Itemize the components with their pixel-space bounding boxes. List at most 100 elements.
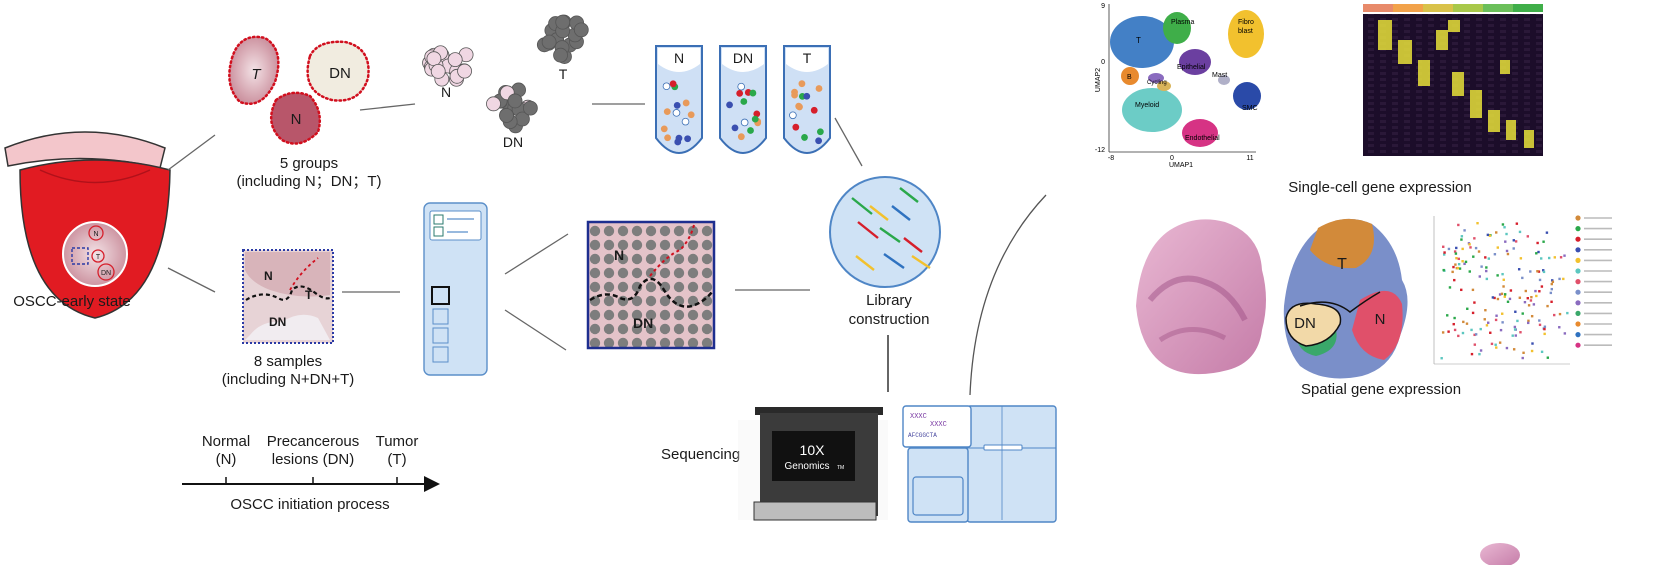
dna-fragment: [903, 237, 923, 253]
spatial-spot: [1501, 272, 1504, 276]
spatial-spot: [1460, 288, 1463, 292]
spatial-spot: [1527, 304, 1531, 307]
spatial-spot: [1509, 289, 1513, 292]
umap-label-smc: SMC: [1242, 105, 1258, 112]
spatial-spot: [1462, 320, 1465, 324]
cell: [507, 93, 523, 109]
single-cell-label: Single-cell gene expression: [1288, 179, 1471, 196]
spatial-spot: [1516, 319, 1519, 323]
spatial-spot: [1540, 285, 1544, 288]
spatial-spot: [1452, 322, 1455, 326]
timeline-normal-1: Normal: [202, 433, 250, 450]
cell: [555, 14, 571, 30]
spatial-spot: [1456, 266, 1460, 270]
spatial-spot: [1543, 327, 1546, 331]
umap-ytick-0: 0: [1101, 59, 1105, 66]
spatial-spot: [1453, 278, 1456, 282]
cell-dot: [801, 134, 808, 141]
umap-cluster-b: [1121, 67, 1139, 85]
spatial-spot: [1442, 253, 1446, 256]
spatial-spot: [1542, 270, 1546, 274]
spatial-spot: [1558, 277, 1561, 281]
dna-fragment: [857, 221, 879, 239]
heatmap-annotation-bar: [1453, 4, 1483, 12]
umap-ytick-m12: -12: [1095, 147, 1105, 154]
spatial-spot: [1485, 277, 1489, 281]
dna-fragment: [879, 227, 901, 243]
umap-xtick-m8: -8: [1108, 155, 1114, 162]
tube-n-label: N: [674, 50, 684, 66]
cell-dot: [669, 80, 677, 88]
umap-label-cycling: Cycling: [1147, 80, 1167, 86]
spatial-spot: [1484, 256, 1487, 259]
expression-heatmap: [1363, 4, 1543, 156]
spatial-spot: [1529, 270, 1532, 273]
spatial-spot: [1478, 275, 1481, 278]
cell-dot: [731, 124, 739, 132]
cell: [553, 47, 568, 63]
timeline-normal-2: (N): [216, 451, 237, 468]
cell-dot: [795, 102, 803, 110]
spatial-spot: [1538, 319, 1541, 322]
cell-dot: [747, 127, 754, 134]
spatial-spot: [1517, 268, 1521, 271]
cell-dot: [737, 82, 746, 91]
svg-text:XXXC: XXXC: [910, 413, 927, 421]
spatial-spot: [1461, 331, 1465, 335]
umap-xtick-11: 11: [1246, 155, 1253, 162]
spatial-spot: [1468, 243, 1471, 246]
spatial-spot: [1506, 252, 1510, 256]
chromium-controller: 10X Genomics TM: [738, 407, 888, 521]
spatial-spot: [1530, 349, 1534, 353]
spatial-spot: [1461, 247, 1464, 251]
heatmap-high-block: [1470, 90, 1482, 118]
heatmap-high-block: [1506, 120, 1516, 140]
spatial-spot: [1473, 333, 1476, 337]
cell-dot: [687, 111, 695, 119]
heatmap-high-block: [1500, 60, 1510, 74]
spatial-spot: [1535, 252, 1538, 255]
spatial-spot: [1563, 254, 1566, 257]
cluster-t-label: T: [559, 66, 568, 82]
spatial-spot: [1505, 249, 1509, 253]
spatial-spot: [1502, 285, 1505, 288]
spatial-spot: [1550, 287, 1553, 291]
heatmap-high-block: [1436, 30, 1448, 50]
cell-cluster-dn: [486, 82, 538, 134]
dna-fragment: [851, 197, 873, 215]
spatial-spot: [1546, 356, 1550, 359]
spatial-spot: [1514, 240, 1518, 243]
spatial-spot: [1501, 223, 1505, 226]
umap-ylabel: UMAP2: [1095, 68, 1102, 92]
spatial-spot: [1494, 343, 1497, 346]
cell: [457, 63, 472, 79]
corner-tissue-fragment: [1480, 543, 1520, 565]
sample-zoom-image: N T DN: [242, 249, 334, 344]
spatial-spot: [1519, 257, 1523, 260]
spatial-spot: [1536, 270, 1539, 273]
spatial-spot: [1455, 246, 1458, 250]
cell-dot: [789, 111, 797, 120]
cell-dot: [803, 92, 811, 100]
spatial-spot: [1466, 307, 1469, 310]
spatial-spot: [1553, 256, 1557, 259]
spatial-spot: [1480, 265, 1483, 268]
cell: [541, 34, 557, 50]
spatial-spot: [1451, 270, 1454, 274]
tongue-mark-dn: DN: [101, 270, 111, 277]
umap-label-plasma: Plasma: [1171, 19, 1194, 26]
spatial-spot: [1536, 241, 1539, 245]
spatial-spot: [1527, 319, 1530, 322]
samples-line1: 8 samples: [254, 353, 322, 370]
spatial-spot: [1500, 292, 1504, 296]
tissue-dn-label: DN: [329, 65, 351, 82]
spatial-spot: [1538, 290, 1541, 293]
heatmap-high-block: [1378, 20, 1392, 50]
heatmap-high-block: [1418, 60, 1430, 86]
spatial-spot: [1442, 268, 1445, 272]
spatial-legend-swatch: [1575, 289, 1581, 295]
spatial-spot: [1464, 260, 1468, 264]
cell-dot: [791, 91, 798, 99]
spatial-spot: [1470, 352, 1474, 356]
spatial-spot: [1547, 256, 1551, 260]
